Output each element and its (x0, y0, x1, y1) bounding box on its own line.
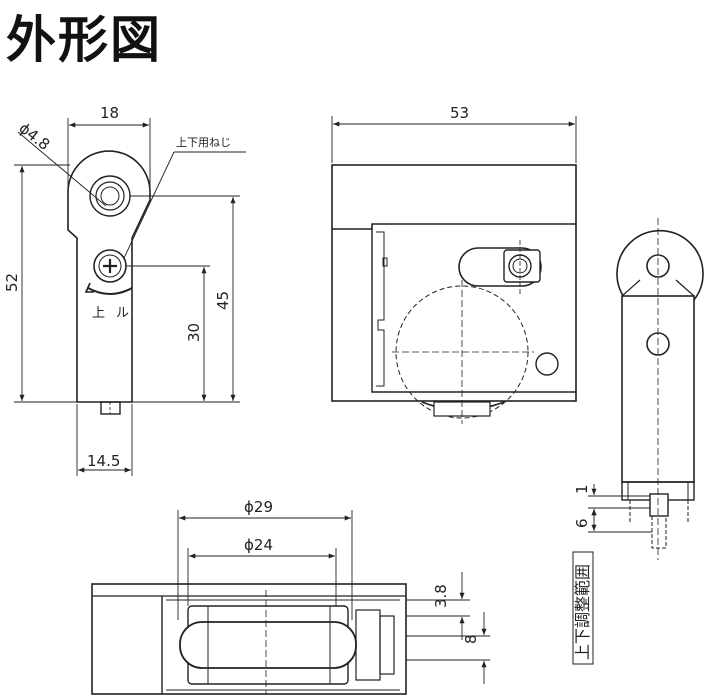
dim-height-total: 52 (3, 273, 21, 292)
screw-label: 上下用ねじ (176, 136, 231, 149)
dim-8: 8 (462, 634, 480, 644)
dim-side-width: 53 (450, 104, 469, 122)
arrow-up-label: 上 (92, 306, 105, 321)
dim-inner-wheel: ϕ24 (244, 536, 273, 554)
arrow-down-label: ル (116, 306, 129, 321)
side-view (331, 164, 577, 424)
dim-width-top: 18 (100, 104, 119, 122)
dim-3-8: 3.8 (432, 584, 450, 608)
dim-end-6: 6 (573, 518, 591, 528)
dim-width-bottom: 14.5 (87, 452, 120, 470)
page-title: 外形図 (6, 11, 162, 69)
bottom-view (91, 583, 490, 695)
dim-height-30: 30 (185, 323, 203, 342)
adjust-range-label: 上下調整範囲 (573, 564, 592, 660)
dim-outer-wheel: ϕ29 (244, 498, 273, 516)
dim-height-45: 45 (214, 291, 232, 310)
dim-hole-diameter: ϕ4.8 (16, 119, 54, 154)
dim-end-1: 1 (573, 484, 591, 494)
end-view (616, 218, 704, 560)
front-view (67, 150, 151, 415)
